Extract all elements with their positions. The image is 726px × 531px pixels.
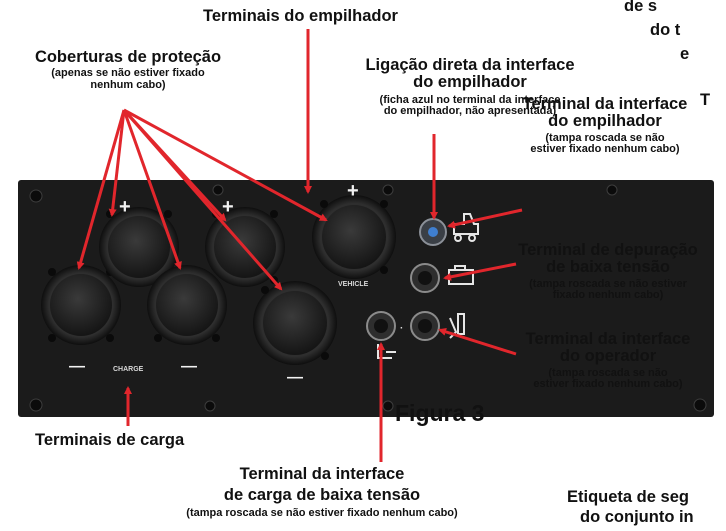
panel-plate [18,180,714,417]
callout-cover-3 [122,109,182,270]
callout-cover-1 [76,109,126,270]
callout-debug [443,262,517,281]
panel-plus-2: + [222,196,234,218]
port-charge-pos-left [99,207,179,287]
partial-label-right-3: e [680,45,690,63]
label-operator: Terminal da interface do operador (tampa… [525,330,691,391]
svg-text:·: · [400,323,403,334]
connector-truck-interface [419,218,447,246]
partial-label-right-1: de s [624,0,658,15]
callout-cover-2 [108,109,126,217]
callout-cover-5 [122,109,283,291]
connector-debug [410,263,440,293]
partial-label-right-4: T [700,91,711,109]
label-charge-terminals: Terminais de carga [35,431,185,449]
label-lv-charge: Terminal da interface de carga de baixa … [186,465,458,519]
partial-label-right-2: do t [650,21,681,39]
port-charge-neg-right [147,265,227,345]
callout-cover-6 [123,108,328,222]
figure-label: Figura 3 [395,400,485,426]
panel-screws [29,184,707,412]
label-direct-link: Ligação direta da interface do empilhado… [365,56,575,118]
panel-vehicle-text: VEHICLE [338,281,369,288]
label-truck-interface: Terminal da interface do empilhador (tam… [522,95,688,156]
panel-minus-3: — [287,369,303,386]
panel-charge-text: CHARGE [113,366,144,373]
panel-plus-3: + [347,180,359,202]
panel-plus-1: + [119,196,131,218]
panel-minus-1: — [69,358,85,375]
label-protection-covers: Coberturas de proteção (apenas se não es… [34,48,222,91]
callout-truck-interface [447,208,523,229]
callout-operator [438,327,517,356]
port-vehicle-pos [312,195,396,279]
panel-icons [377,213,479,359]
label-truck-terminals: Terminais do empilhador [203,7,398,25]
connector-operator [410,311,440,341]
connector-lv-charge [366,311,396,341]
label-safety: Etiqueta de seg do conjunto in [567,488,694,527]
label-debug: Terminal de depuração de baixa tensão (t… [518,241,698,302]
port-vehicle-neg [253,281,337,365]
port-charge-neg-left [41,265,121,345]
panel-minus-2: — [181,358,197,375]
